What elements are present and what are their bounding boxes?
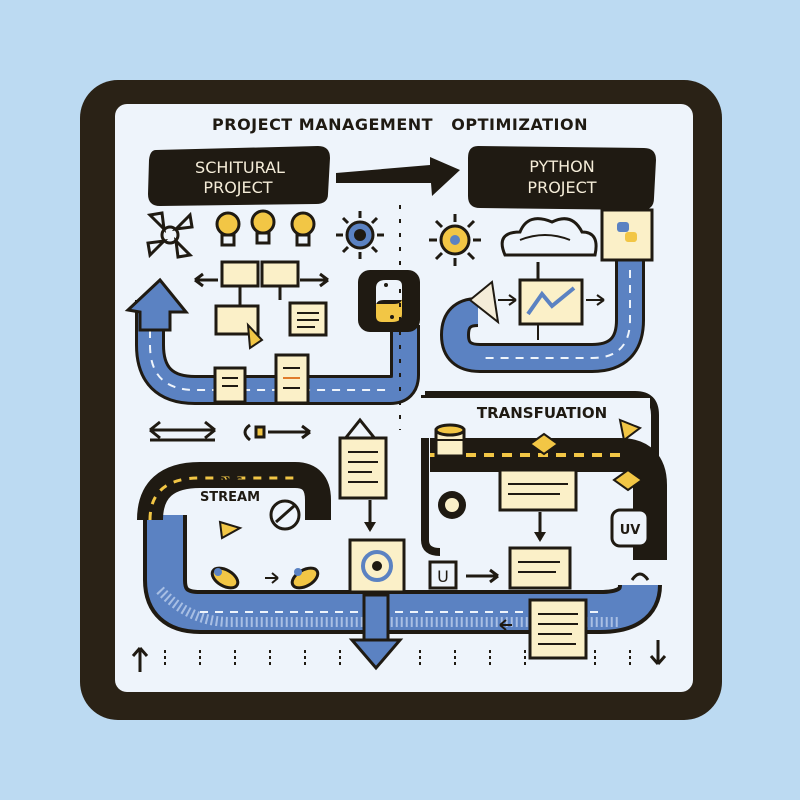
transformation-label: TRANSFUATION xyxy=(477,404,607,422)
up-arrow-head xyxy=(124,277,190,332)
schitural-project-label-line1: SCHITURAL xyxy=(195,158,285,177)
note-icon xyxy=(508,546,572,590)
flowchart-icon xyxy=(194,260,329,350)
rocket-icon xyxy=(290,566,320,590)
transformation-region: TRANSFUATION xyxy=(420,391,667,560)
recycle-icon xyxy=(438,491,466,519)
rocket-icon xyxy=(210,566,240,590)
uv-label: UV xyxy=(620,523,641,538)
upper-left-flow-path xyxy=(124,277,420,405)
project-transition-arrow xyxy=(336,157,460,196)
satellite-icon xyxy=(269,499,301,531)
stream-label-line2: STREAM xyxy=(200,490,260,505)
fan-icon xyxy=(146,211,194,259)
lightbulb-icon xyxy=(250,209,276,245)
python-project-label-line1: PYTHON xyxy=(529,157,594,176)
up-arrow-icon xyxy=(131,647,149,672)
stream-region: BY6 STREAM xyxy=(137,462,331,540)
note-icon xyxy=(498,468,578,542)
python-note-icon xyxy=(600,208,654,262)
small-arrow-icon xyxy=(265,572,279,584)
python-project-box: PYTHON PROJECT xyxy=(468,146,656,210)
yellow-diamond-icon xyxy=(528,432,560,456)
down-arrow-icon xyxy=(649,640,667,665)
python-project-label-line2: PROJECT xyxy=(527,178,596,197)
sun-icon xyxy=(429,214,481,266)
gear-icon xyxy=(336,211,384,259)
yellow-flag-icon xyxy=(618,418,643,442)
note-icon xyxy=(528,598,588,660)
lightbulb-icon xyxy=(290,211,316,247)
cloud-icon xyxy=(500,217,598,257)
chart-icon xyxy=(498,262,605,340)
upper-right-flow-path xyxy=(439,250,645,373)
double-arrow-icon xyxy=(149,420,216,442)
schitural-project-label-line2: PROJECT xyxy=(203,178,272,197)
schitural-project-box: SCHITURAL PROJECT xyxy=(148,146,330,206)
diagram-title: PROJECT MANAGEMENT OPTIMIZATION xyxy=(212,115,588,134)
stream-label-line1: BY6 xyxy=(217,475,243,489)
u-box: U xyxy=(428,560,499,590)
python-logo-icon xyxy=(358,270,420,332)
target-icon xyxy=(348,538,406,671)
left-arrow-icon xyxy=(499,619,512,631)
document-upload-icon xyxy=(338,417,388,532)
document-icon xyxy=(274,353,310,405)
database-icon xyxy=(434,423,466,458)
yellow-diamond-small-icon xyxy=(612,468,644,492)
u-box-label: U xyxy=(437,567,449,586)
link-arrow-icon xyxy=(243,423,311,442)
uv-badge: UV xyxy=(610,508,650,581)
lightbulb-icon xyxy=(215,211,241,247)
timeline-ticks xyxy=(164,650,631,668)
document-icon xyxy=(213,366,247,404)
